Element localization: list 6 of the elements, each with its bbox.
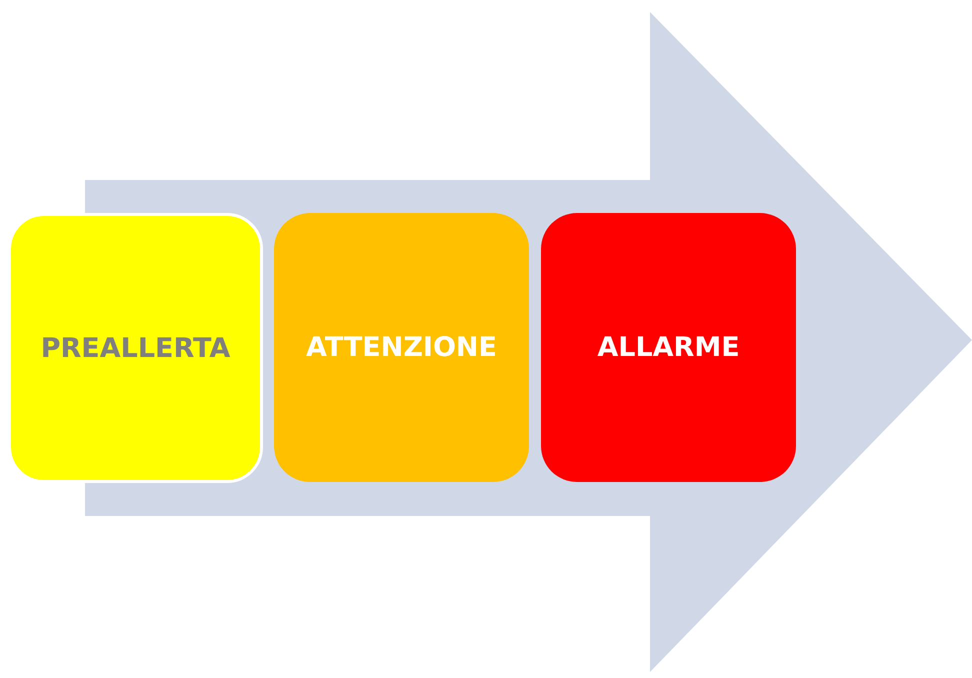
stage-box xyxy=(274,213,529,482)
stage-box xyxy=(541,213,796,482)
stage-label: PREALLERTA xyxy=(40,332,230,364)
stage-label: ALLARME xyxy=(597,332,740,363)
stage-label: ATTENZIONE xyxy=(306,332,497,363)
stage-box xyxy=(8,213,263,483)
